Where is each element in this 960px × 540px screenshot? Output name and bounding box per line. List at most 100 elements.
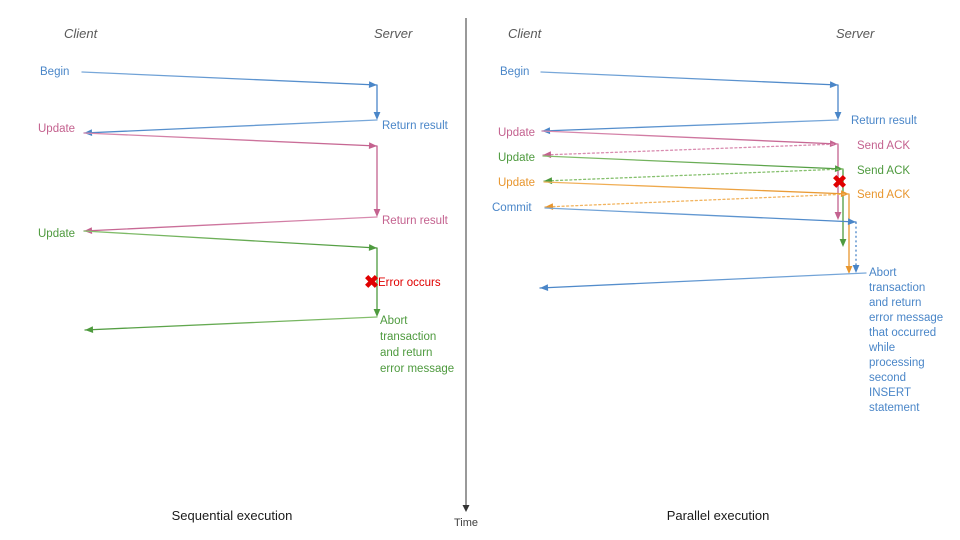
actor-label-server: Server [374, 26, 413, 41]
panel-caption: Sequential execution [172, 508, 293, 523]
arrowhead [834, 165, 843, 173]
actor-label-client: Client [64, 26, 99, 41]
message-update2-ack: Send ACK [543, 165, 910, 185]
arrowhead [544, 177, 553, 185]
arrowhead [373, 112, 381, 120]
time-axis-arrowhead [462, 505, 470, 512]
note-line: INSERT [869, 387, 911, 399]
message-label-update3-request: Update [498, 177, 535, 189]
message-update2-request: Update [498, 152, 844, 173]
arrowhead [545, 203, 554, 211]
message-line [83, 216, 378, 232]
message-begin-return-result: Return result [83, 119, 449, 137]
message-begin-request: Begin [500, 66, 839, 89]
message-line [540, 71, 839, 86]
message-begin-processing [834, 85, 842, 120]
note-abort-note: Abort transaction and return error message [380, 315, 454, 375]
message-label-update2-request: Update [38, 228, 75, 240]
message-label-update1-ack: Send ACK [857, 140, 910, 152]
message-label-update1-request: Update [498, 127, 535, 139]
message-line [544, 193, 850, 208]
message-line [541, 130, 839, 145]
note-line: Abort [380, 315, 408, 327]
arrowhead [368, 244, 377, 251]
arrowhead [840, 190, 849, 198]
arrowhead [829, 140, 838, 148]
message-line [83, 132, 378, 147]
note-line: transaction [869, 282, 925, 294]
message-begin-return-result: Return result [541, 115, 918, 135]
note-line: that occurred [869, 327, 936, 339]
error-x-icon: ✖ [364, 272, 379, 292]
message-commit-waiting [852, 222, 860, 273]
arrowhead [839, 239, 847, 247]
message-line [541, 119, 839, 132]
message-label-update2-ack: Send ACK [857, 165, 910, 177]
message-label-commit-request: Commit [492, 202, 532, 214]
note-line: while [868, 342, 895, 354]
message-update1-processing [834, 144, 842, 220]
message-update1-return-result: Return result [83, 215, 449, 235]
message-line [544, 207, 857, 223]
message-update1-processing [373, 146, 381, 217]
message-line [543, 168, 844, 182]
message-label-update3-ack: Send ACK [857, 189, 910, 201]
note-line: statement [869, 402, 920, 414]
note-line: processing [869, 357, 925, 369]
error-x-icon: ✖ [832, 172, 847, 192]
error-marker: ✖ [832, 172, 847, 192]
message-abort-return [84, 316, 378, 334]
arrowhead [829, 81, 838, 89]
actor-label-client: Client [508, 26, 543, 41]
note-line: transaction [380, 331, 436, 343]
arrowhead [845, 266, 853, 274]
panel-caption: Parallel execution [667, 508, 770, 523]
error-marker: ✖Error occurs [364, 272, 441, 292]
message-update2-processing [839, 169, 847, 247]
message-abort-return [539, 272, 867, 292]
arrowhead [543, 151, 552, 159]
message-update1-request: Update [38, 123, 378, 150]
message-update2-processing [373, 248, 381, 317]
note-line: error message [380, 363, 454, 375]
arrowhead [852, 265, 860, 273]
error-text: Error occurs [378, 277, 441, 289]
message-label-begin-return-result: Return result [382, 120, 449, 132]
message-label-begin-return-result: Return result [851, 115, 918, 127]
message-label-begin-request: Begin [500, 66, 529, 78]
note-line: and return [380, 347, 432, 359]
arrowhead [368, 81, 377, 89]
message-label-update2-request: Update [498, 152, 535, 164]
time-axis-label: Time [454, 517, 478, 529]
message-update2-request: Update [38, 228, 378, 251]
arrowhead [85, 326, 94, 334]
message-line [84, 316, 378, 331]
message-line [539, 272, 867, 289]
arrowhead [834, 112, 842, 120]
message-update3-ack: Send ACK [544, 189, 910, 211]
arrowhead [373, 209, 381, 217]
message-begin-processing [373, 85, 381, 120]
message-update1-request: Update [498, 127, 839, 148]
message-update1-ack: Send ACK [542, 140, 910, 159]
message-line [83, 119, 378, 134]
actor-label-server: Server [836, 26, 875, 41]
message-label-update1-return-result: Return result [382, 215, 449, 227]
message-line [83, 230, 378, 249]
note-line: error message [869, 312, 943, 324]
message-begin-request: Begin [40, 66, 378, 89]
message-line [542, 143, 839, 156]
arrowhead [373, 309, 381, 317]
note-line: and return [869, 297, 921, 309]
message-line [543, 181, 850, 195]
message-line [542, 155, 844, 170]
time-axis: Time [454, 18, 478, 529]
message-label-begin-request: Begin [40, 66, 69, 78]
arrowhead [834, 212, 842, 220]
